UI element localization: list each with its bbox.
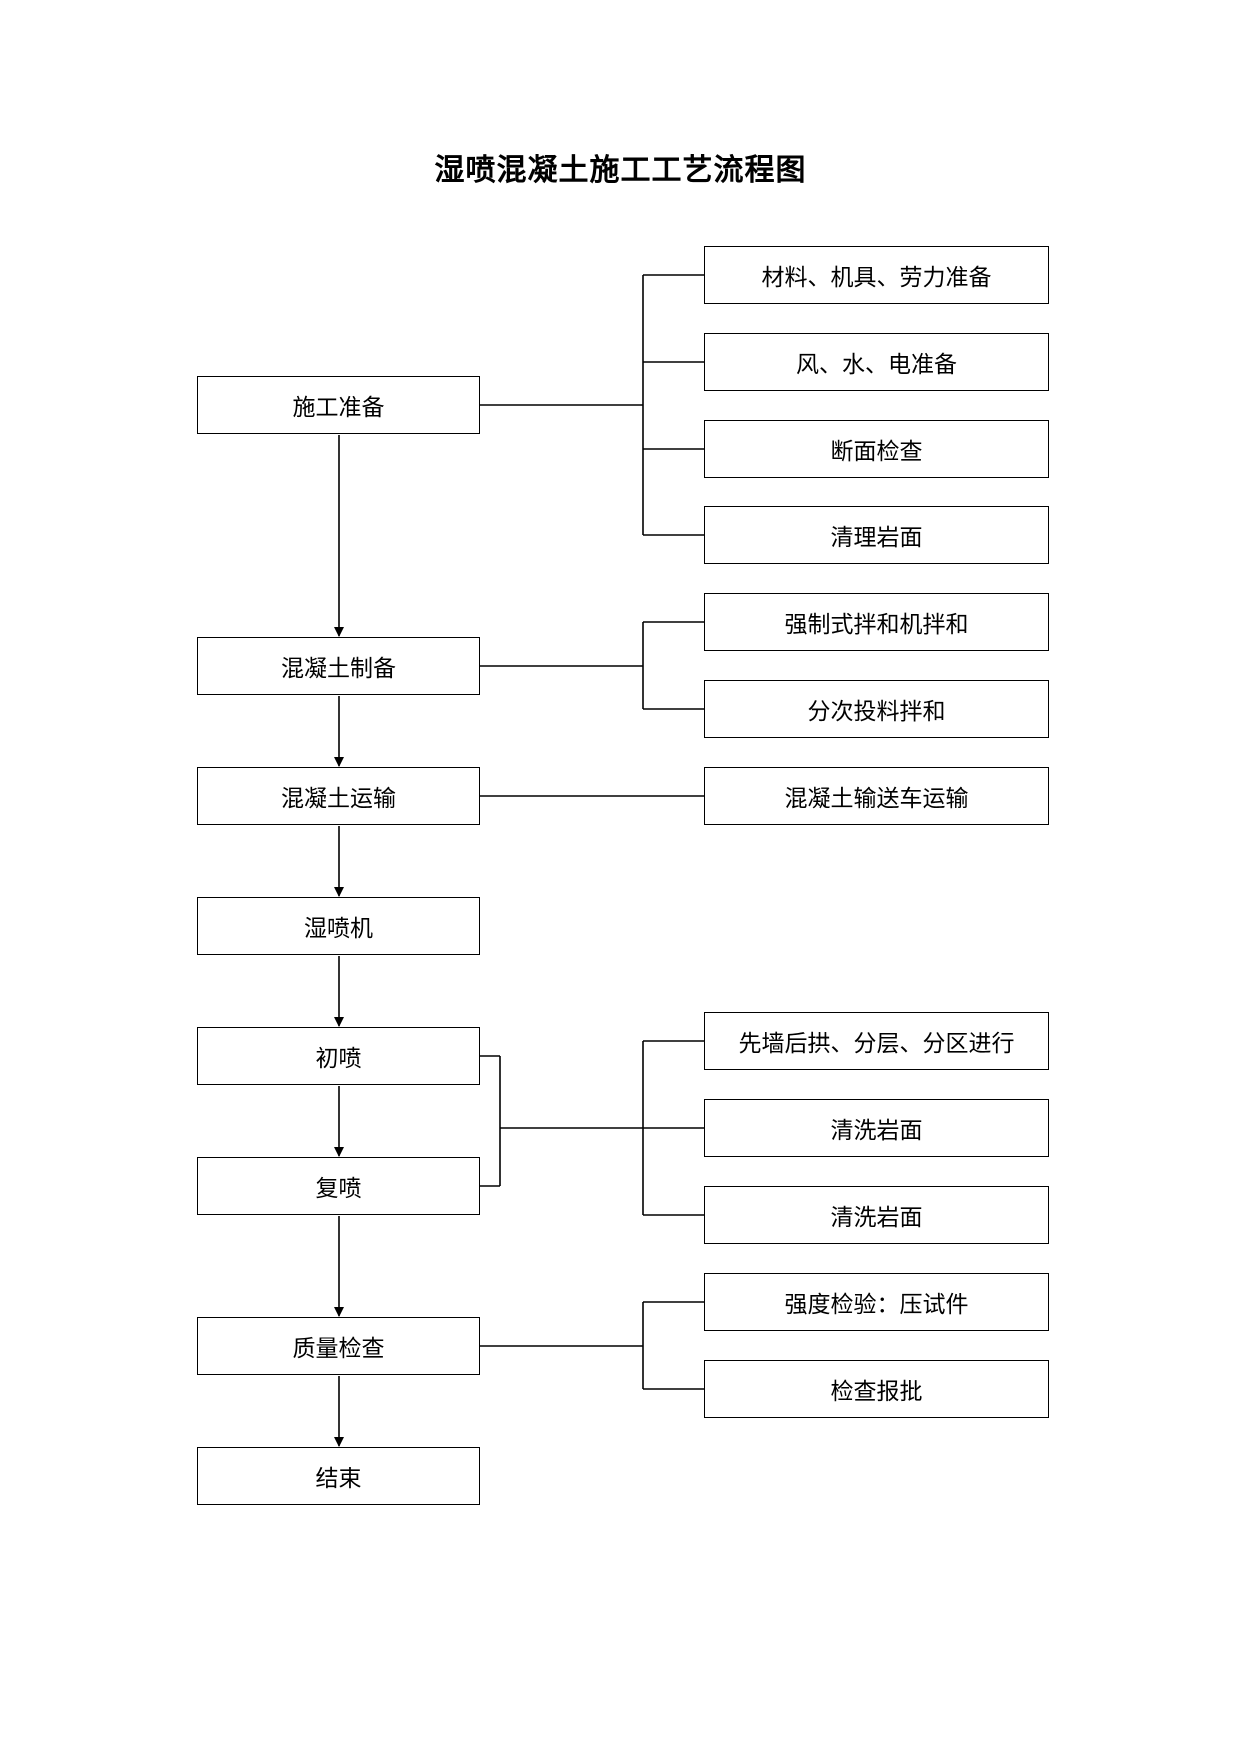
bracket-mix (480, 621, 704, 710)
step-end: 结束 (197, 1447, 480, 1505)
detail-transport-truck: 混凝土输送车运输 (704, 767, 1049, 825)
step-wet-spray-machine: 湿喷机 (197, 897, 480, 955)
detail-materials-prep: 材料、机具、劳力准备 (704, 246, 1049, 304)
detail-wash-rock-2: 清洗岩面 (704, 1186, 1049, 1244)
detail-strength-test: 强度检验：压试件 (704, 1273, 1049, 1331)
detail-inspection-report: 检查报批 (704, 1360, 1049, 1418)
bracket-spray (480, 1040, 704, 1216)
step-initial-spray: 初喷 (197, 1027, 480, 1085)
diagram-title: 湿喷混凝土施工工艺流程图 (434, 153, 807, 188)
detail-forced-mixer: 强制式拌和机拌和 (704, 593, 1049, 651)
step-concrete-mixing: 混凝土制备 (197, 637, 480, 695)
detail-clean-rock: 清理岩面 (704, 506, 1049, 564)
step-quality-check: 质量检查 (197, 1317, 480, 1375)
step-construction-prep: 施工准备 (197, 376, 480, 434)
detail-batch-mixing: 分次投料拌和 (704, 680, 1049, 738)
detail-utilities-prep: 风、水、电准备 (704, 333, 1049, 391)
detail-spray-order: 先墙后拱、分层、分区进行 (704, 1012, 1049, 1070)
step-re-spray: 复喷 (197, 1157, 480, 1215)
step-concrete-transport: 混凝土运输 (197, 767, 480, 825)
detail-section-check: 断面检查 (704, 420, 1049, 478)
detail-wash-rock-1: 清洗岩面 (704, 1099, 1049, 1157)
bracket-prep (480, 274, 704, 536)
bracket-quality (480, 1301, 704, 1390)
